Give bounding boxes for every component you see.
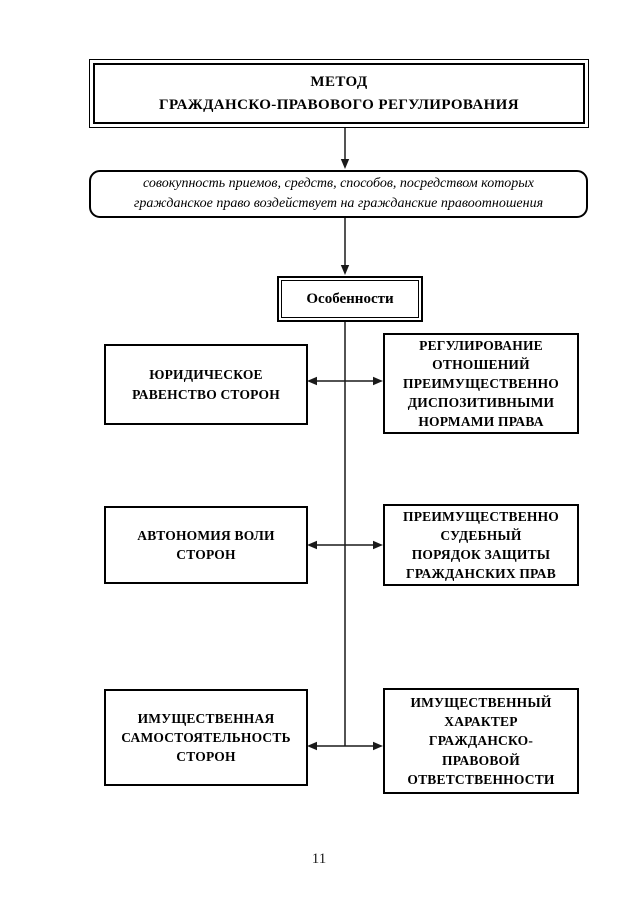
arrowhead-down-2 [340,265,350,275]
node-property-independence: ИМУЩЕСТВЕННАЯ САМОСТОЯТЕЛЬНОСТЬ СТОРОН [104,689,308,786]
title-text: МЕТОД ГРАЖДАНСКО-ПРАВОВОГО РЕГУЛИРОВАНИЯ [93,63,585,124]
node-dispositive-norms: РЕГУЛИРОВАНИЕ ОТНОШЕНИЙ ПРЕИМУЩЕСТВЕННО … [383,333,579,434]
arrowhead-left-2 [307,540,317,550]
node-label: ИМУЩЕСТВЕННАЯ САМОСТОЯТЕЛЬНОСТЬ СТОРОН [121,710,291,765]
node-judicial-protection: ПРЕИМУЩЕСТВЕННО СУДЕБНЫЙ ПОРЯДОК ЗАЩИТЫ … [383,504,579,586]
node-label: АВТОНОМИЯ ВОЛИ СТОРОН [137,527,275,562]
node-legal-equality: ЮРИДИЧЕСКОЕ РАВЕНСТВО СТОРОН [104,344,308,425]
node-label: РЕГУЛИРОВАНИЕ ОТНОШЕНИЙ ПРЕИМУЩЕСТВЕННО … [403,337,559,430]
arrowhead-left-3 [307,741,317,751]
title-box: МЕТОД ГРАЖДАНСКО-ПРАВОВОГО РЕГУЛИРОВАНИЯ [89,59,589,128]
arrowhead-right-3 [373,741,383,751]
arrowhead-down-1 [340,159,350,169]
features-label: Особенности [281,280,419,318]
node-autonomy-of-will: АВТОНОМИЯ ВОЛИ СТОРОН [104,506,308,584]
node-property-liability: ИМУЩЕСТВЕННЫЙ ХАРАКТЕР ГРАЖДАНСКО- ПРАВО… [383,688,579,794]
definition-text: совокупность приемов, средств, способов,… [133,175,544,211]
arrowhead-left-1 [307,376,317,386]
definition-box: совокупность приемов, средств, способов,… [89,170,588,218]
node-label: ПРЕИМУЩЕСТВЕННО СУДЕБНЫЙ ПОРЯДОК ЗАЩИТЫ … [403,508,559,582]
node-label: ИМУЩЕСТВЕННЫЙ ХАРАКТЕР ГРАЖДАНСКО- ПРАВО… [407,695,555,787]
features-box: Особенности [277,276,423,322]
node-label: ЮРИДИЧЕСКОЕ РАВЕНСТВО СТОРОН [132,367,280,402]
arrowhead-right-1 [373,376,383,386]
arrowhead-right-2 [373,540,383,550]
page-number: 11 [311,851,327,867]
